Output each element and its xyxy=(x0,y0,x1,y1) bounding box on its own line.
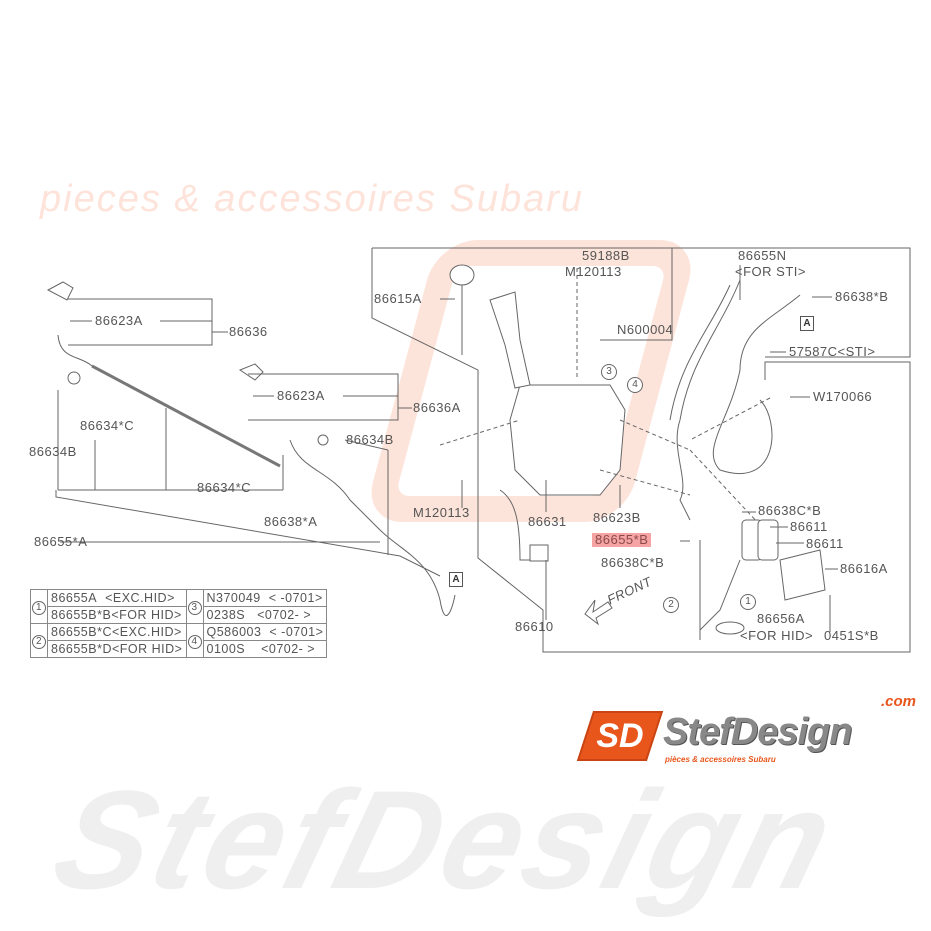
part-note: <FOR HID> xyxy=(740,628,814,643)
legend-part: 86655A <EXC.HID> xyxy=(47,589,187,607)
legend-row: 2 86655B*C<EXC.HID> 4 Q586003 < -0701> xyxy=(30,623,328,658)
legend-part: Q586003 < -0701> xyxy=(202,623,328,641)
bracket-86636a xyxy=(248,373,399,421)
part-label: 86623B xyxy=(593,510,641,525)
watermark-tagline: pieces & accessoires Subaru xyxy=(40,178,585,220)
legend-number: 3 xyxy=(185,589,204,624)
hose-long xyxy=(91,364,281,468)
highlighted-part-label[interactable]: 86655*B xyxy=(592,533,652,547)
part-label: 86638*A xyxy=(264,514,318,529)
front-arrow xyxy=(584,599,613,626)
part-label: 86656A xyxy=(757,611,805,626)
hose-upper xyxy=(57,334,93,367)
legend-part: 0238S <0702- > xyxy=(202,606,328,624)
part-label: 86638C*B xyxy=(601,555,665,570)
legend-number: 4 xyxy=(185,623,204,658)
part-label: 86638C*B xyxy=(758,503,822,518)
part-label: 86638*B xyxy=(835,289,889,304)
callout-3: 3 xyxy=(601,364,617,380)
part-label: 86616A xyxy=(840,561,888,576)
callout-1: 1 xyxy=(740,594,756,610)
frame-main xyxy=(371,248,911,653)
part-label: 0451S*B xyxy=(824,628,879,643)
stefdesign-logo: SD StefDesign .com pièces & accessoires … xyxy=(576,693,925,769)
part-label: 86634B xyxy=(346,432,394,447)
logo-domain: .com xyxy=(881,693,917,710)
ref-marker-a: A xyxy=(800,316,814,331)
legend-part: 86655B*D<FOR HID> xyxy=(47,640,187,658)
callout-2: 2 xyxy=(663,597,679,613)
legend-part: 0100S <0702- > xyxy=(202,640,328,658)
part-label: 86611 xyxy=(806,536,844,551)
part-label: 86655N xyxy=(738,248,787,263)
legend-row: 1 86655A <EXC.HID> 3 N370049 < -0701> xyxy=(30,589,328,624)
part-label: 86610 xyxy=(515,619,554,634)
legend-part: N370049 < -0701> xyxy=(202,589,328,607)
washer-tank xyxy=(509,384,626,496)
legend-part: 86655B*B<FOR HID> xyxy=(47,606,187,624)
frame-left xyxy=(55,490,441,577)
part-label: 86615A xyxy=(374,291,422,306)
legend-number: 1 xyxy=(30,589,48,624)
part-label: 86631 xyxy=(528,514,567,529)
part-label: 86636 xyxy=(229,324,268,339)
legend-part: 86655B*C<EXC.HID> xyxy=(47,623,187,641)
part-label: M120113 xyxy=(565,264,622,279)
part-label: 86623A xyxy=(277,388,325,403)
bracket-86636 xyxy=(68,298,213,346)
part-label: 57587C<STI> xyxy=(789,344,876,359)
logo-mark: SD xyxy=(576,711,664,761)
part-label: 86611 xyxy=(790,519,828,534)
legend-row: 86655B*D<FOR HID> 0100S <0702- > xyxy=(31,640,328,658)
part-label: 86655*A xyxy=(34,534,88,549)
callout-4: 4 xyxy=(627,377,643,393)
part-label: N600004 xyxy=(617,322,674,337)
frame-sti xyxy=(642,247,911,358)
logo-name: StefDesign xyxy=(663,711,852,753)
legend-row: 86655B*B<FOR HID> 0238S <0702- > xyxy=(31,606,328,624)
filler-neck xyxy=(489,291,531,389)
part-label: 86634*C xyxy=(197,480,252,495)
part-label: 86623A xyxy=(95,313,143,328)
part-label: M120113 xyxy=(413,505,470,520)
logo-tagline: pièces & accessoires Subaru xyxy=(665,755,776,764)
frame-cap xyxy=(372,247,673,341)
part-label: 59188B xyxy=(582,248,630,263)
legend-number: 2 xyxy=(30,623,48,658)
part-label: 86636A xyxy=(413,400,461,415)
part-label: W170066 xyxy=(813,389,873,404)
part-note: <FOR STI> xyxy=(735,264,806,279)
ref-marker-a: A xyxy=(449,572,463,587)
part-label: 86634*C xyxy=(80,418,135,433)
parts-legend-table: 1 86655A <EXC.HID> 3 N370049 < -0701> 86… xyxy=(30,589,328,658)
part-label: 86634B xyxy=(29,444,77,459)
